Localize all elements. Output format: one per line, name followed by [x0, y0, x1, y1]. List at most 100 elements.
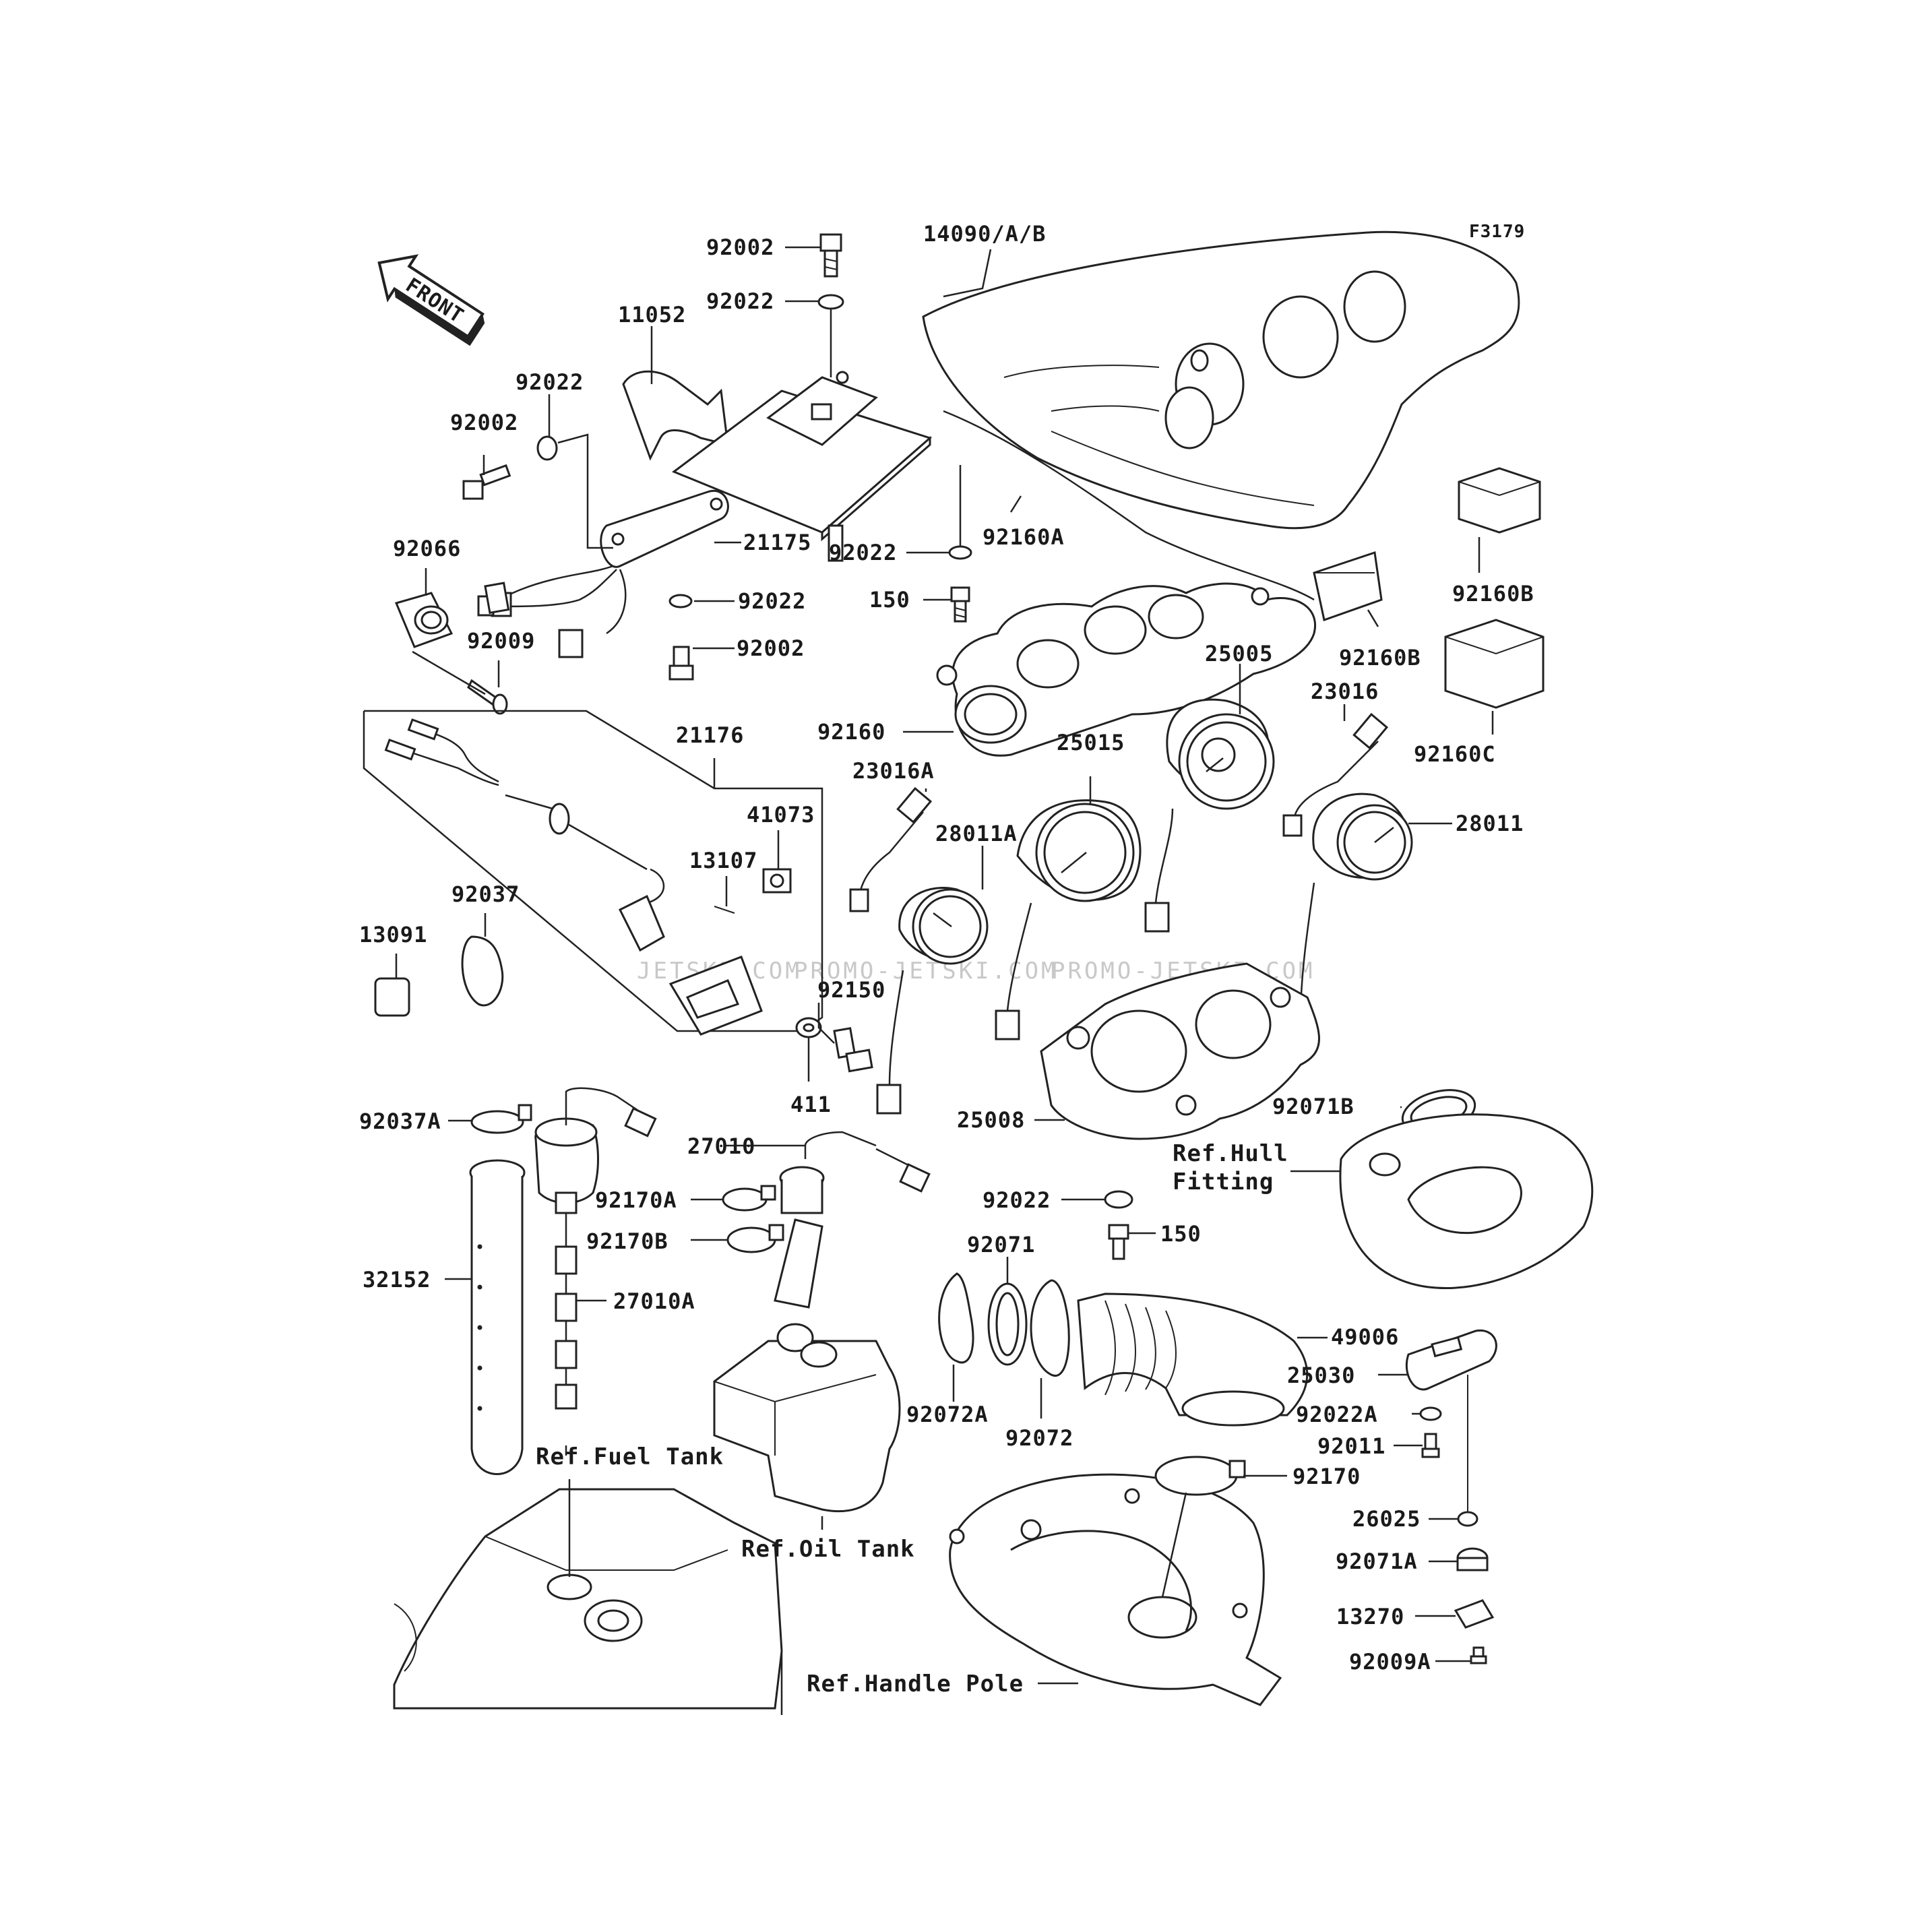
- part-label-23016a: 23016A: [852, 758, 935, 784]
- part-labels: 92002 92022 14090/A/B 11052 92022 92002 …: [359, 221, 1534, 1675]
- pad-92160b-lower-drawing: [1313, 551, 1383, 621]
- clamp-92037a-drawing: [470, 1104, 532, 1134]
- clip-41073-drawing: [762, 868, 792, 894]
- part-label-150-lo: 150: [1160, 1221, 1202, 1247]
- ref-label-handle-pole: Ref.Handle Pole: [807, 1671, 1024, 1697]
- screw-150-lower-drawing: [1108, 1224, 1129, 1260]
- part-label-92072: 92072: [1005, 1425, 1073, 1451]
- part-label-92160a: 92160A: [983, 524, 1065, 550]
- part-label-13270: 13270: [1336, 1604, 1404, 1629]
- ring-92071-drawing: [987, 1282, 1028, 1366]
- part-label-11052: 11052: [618, 302, 686, 328]
- cable-21176-drawing: [384, 718, 665, 904]
- part-label-27010: 27010: [687, 1133, 755, 1159]
- pad-92160c-drawing: [1444, 619, 1545, 709]
- bracket-11052-drawing: [622, 370, 932, 562]
- cap-26025-drawing: [1457, 1511, 1478, 1527]
- part-label-92022-left: 92022: [516, 369, 584, 395]
- part-label-92066: 92066: [393, 536, 461, 561]
- gauge-25015-drawing: [995, 799, 1142, 1040]
- clamp-92072-drawing: [1030, 1279, 1070, 1377]
- part-label-92009: 92009: [467, 628, 535, 654]
- part-label-411: 411: [790, 1092, 832, 1117]
- part-label-25005: 25005: [1205, 641, 1273, 666]
- part-label-150-top: 150: [869, 587, 910, 613]
- part-label-92150: 92150: [817, 977, 885, 1003]
- seal-strip-92160a-drawing: [943, 410, 1315, 601]
- leader-lines: [395, 246, 1494, 1685]
- knob-92071a-drawing: [1456, 1547, 1489, 1571]
- part-label-92002-top: 92002: [706, 235, 774, 260]
- part-label-92022-mid: 92022: [738, 588, 806, 614]
- part-label-27010a: 27010A: [613, 1288, 695, 1314]
- washer-92022-left-drawing: [536, 435, 558, 461]
- part-label-21176: 21176: [676, 722, 744, 748]
- washer-92022a-drawing: [1419, 1406, 1442, 1421]
- ref-label-fuel-tank: Ref.Fuel Tank: [536, 1443, 724, 1470]
- part-label-14090: 14090/A/B: [923, 221, 1046, 247]
- screw-92009-drawing: [467, 679, 508, 715]
- gauge-25005-drawing: [1144, 698, 1275, 933]
- duct-49006-drawing: [1077, 1292, 1309, 1427]
- oil-tank-drawing: [713, 1323, 901, 1513]
- handle-pole-drawing: [949, 1473, 1282, 1706]
- part-label-92071a: 92071A: [1336, 1549, 1418, 1574]
- gauge-28011-drawing: [1288, 792, 1413, 1047]
- part-label-92072a: 92072A: [906, 1402, 989, 1427]
- part-label-32152: 32152: [363, 1267, 431, 1292]
- band-92037-drawing: [461, 935, 504, 1007]
- pin-13107-drawing: [714, 906, 735, 914]
- instrument-cowl-drawing: [922, 230, 1520, 530]
- bolt-92002-top-drawing: [819, 233, 842, 278]
- part-label-92037a: 92037A: [359, 1109, 441, 1134]
- part-label-92071b: 92071B: [1272, 1094, 1354, 1119]
- part-label-41073: 41073: [747, 802, 815, 828]
- bolt-92002-left-drawing: [462, 464, 511, 500]
- pad-92160b-upper-drawing: [1458, 467, 1541, 534]
- part-label-92022-top: 92022: [706, 288, 774, 314]
- ref-label-hull-line2: Fitting: [1173, 1168, 1274, 1195]
- part-label-13107: 13107: [689, 848, 757, 873]
- part-label-92170a: 92170A: [595, 1187, 677, 1213]
- bracket-plate-25008-drawing: [1040, 962, 1320, 1140]
- part-label-92002-left: 92002: [450, 410, 518, 435]
- cap-13091-drawing: [374, 977, 410, 1017]
- part-label-92160c: 92160C: [1414, 741, 1496, 767]
- part-label-26025: 26025: [1352, 1506, 1421, 1532]
- part-label-25015: 25015: [1057, 730, 1125, 755]
- part-label-28011a: 28011A: [935, 821, 1018, 846]
- ref-label-oil-tank: Ref.Oil Tank: [741, 1536, 915, 1563]
- washer-92022-top-drawing: [817, 294, 844, 310]
- switch-21175-drawing: [477, 489, 729, 658]
- part-label-92037: 92037: [451, 881, 520, 907]
- gasket-92160-drawing: [936, 582, 1316, 757]
- hull-fitting-drawing: [1339, 1113, 1594, 1290]
- plate-13270-drawing: [1454, 1599, 1495, 1629]
- part-label-92170b: 92170B: [586, 1228, 668, 1254]
- washer-92022-mid-drawing: [668, 594, 693, 609]
- front-arrow-icon: FRONT: [377, 254, 485, 346]
- grommet-92066-drawing: [394, 592, 454, 648]
- part-label-92022a: 92022A: [1296, 1402, 1378, 1427]
- bracket-holder-drawing: [618, 894, 763, 1036]
- clamp-92170a-drawing: [722, 1185, 776, 1212]
- part-label-49006: 49006: [1331, 1324, 1399, 1350]
- bolt-92150-drawing: [833, 1027, 873, 1073]
- part-label-92022-lo: 92022: [983, 1187, 1051, 1213]
- sensor-23016a-drawing: [849, 786, 933, 912]
- bolt-92002-mid-drawing: [668, 646, 694, 681]
- tube-32152-drawing: [469, 1159, 526, 1475]
- part-label-25030: 25030: [1287, 1363, 1355, 1388]
- fuel-tank-drawing: [393, 1488, 783, 1715]
- diagram-code: F3179: [1469, 222, 1525, 242]
- fuel-gauge-sender-27010a-drawing: [534, 1087, 657, 1410]
- part-label-92022-c: 92022: [829, 540, 897, 565]
- part-label-92071: 92071: [967, 1232, 1035, 1257]
- gauge-28011a-drawing: [876, 887, 989, 1115]
- part-label-92160: 92160: [817, 719, 885, 745]
- screw-92009a-drawing: [1470, 1646, 1487, 1664]
- screw-92011-drawing: [1421, 1433, 1440, 1458]
- part-label-92170: 92170: [1292, 1464, 1361, 1489]
- part-label-13091: 13091: [359, 922, 427, 947]
